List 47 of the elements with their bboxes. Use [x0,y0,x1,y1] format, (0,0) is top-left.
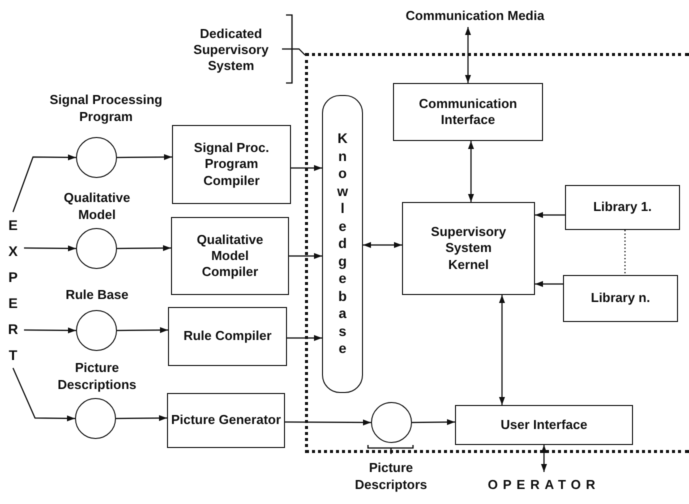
arrow [116,415,167,422]
circle-label: Qualitative Model [62,190,132,224]
arrow [468,141,474,202]
input-circle [76,137,117,178]
arrow [24,327,76,334]
arrow [535,281,563,287]
circle-label: Rule Base [64,287,130,304]
process-box: Signal Proc. Program Compiler [172,125,291,204]
arrow [24,245,76,252]
media-label: Communication Media [375,5,575,27]
circle-label: Picture Descriptors [354,460,428,494]
system-boundary [305,53,689,453]
arrow [465,27,471,83]
arrow [12,154,76,212]
knowledge-base-box: Knowledge base [322,95,363,393]
arrow [541,445,547,472]
arrow [291,165,322,171]
arrow [289,253,322,259]
arrow [285,419,371,426]
arrow [499,295,505,405]
arrow [117,154,172,160]
process-box: Library n. [563,275,678,322]
arrow [117,327,168,334]
arrow [363,242,402,248]
actor-label: OPERATOR [474,472,614,498]
arrow [287,335,322,341]
dotted-line [624,230,626,275]
process-box: Qualitative Model Compiler [171,217,289,295]
arrow [412,419,455,426]
output-circle [371,402,412,443]
process-box: Rule Compiler [168,307,287,366]
actor-label: EXPERT [2,212,24,368]
process-box: Library 1. [565,185,680,230]
input-circle [75,398,116,439]
process-box: User Interface [455,405,633,445]
leader-line [282,48,306,56]
process-box: Supervisory System Kernel [402,202,535,295]
arrow [12,368,75,422]
process-box: Picture Generator [167,393,285,448]
arrow [535,212,565,218]
circle-label: Picture Descriptions [56,360,138,394]
process-box: Communication Interface [393,83,543,141]
circle-label: Signal Processing Program [48,92,164,126]
boundary-label: Dedicated Supervisory System [180,15,282,85]
input-circle [76,310,117,351]
input-circle [76,228,117,269]
arrow [117,245,171,252]
